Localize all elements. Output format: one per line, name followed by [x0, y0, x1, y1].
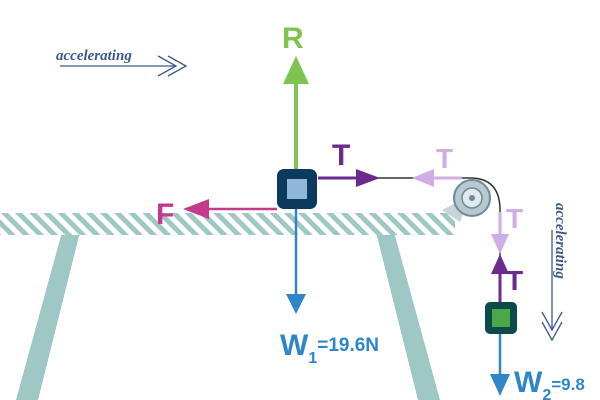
string	[318, 177, 501, 302]
normal-force-label: R	[282, 22, 304, 55]
tension-pulley-left-label: T	[436, 143, 453, 174]
tension-block-arrow	[318, 169, 380, 187]
tension-pulley-left-arrow	[412, 169, 462, 187]
weight-2-label: W2=9.8	[514, 366, 585, 400]
table-leg-right	[376, 232, 440, 400]
weight-1-arrow	[286, 209, 306, 314]
friction-force-arrow	[183, 199, 277, 219]
double-chevron-right-icon	[60, 55, 188, 77]
table-leg-left	[16, 232, 80, 400]
accelerating-vertical-label: accelerating	[552, 203, 568, 279]
accelerating-horizontal-label: accelerating	[56, 48, 132, 64]
double-chevron-down-icon	[541, 230, 563, 342]
table-top	[0, 213, 455, 235]
tension-hang-up-arrow	[491, 254, 509, 302]
tension-hang-up-label: T	[506, 265, 523, 296]
block-1	[277, 169, 317, 209]
weight-2-arrow	[490, 334, 510, 396]
weight-1-label: W1=19.6N	[280, 329, 379, 367]
block-2	[485, 302, 517, 334]
tension-pulley-down-label: T	[506, 203, 523, 234]
pulley-icon	[453, 179, 491, 217]
tension-block-label: T	[332, 139, 350, 172]
normal-force-arrow	[283, 56, 309, 178]
friction-force-label: F	[156, 198, 174, 231]
tension-pulley-down-arrow	[491, 212, 509, 254]
